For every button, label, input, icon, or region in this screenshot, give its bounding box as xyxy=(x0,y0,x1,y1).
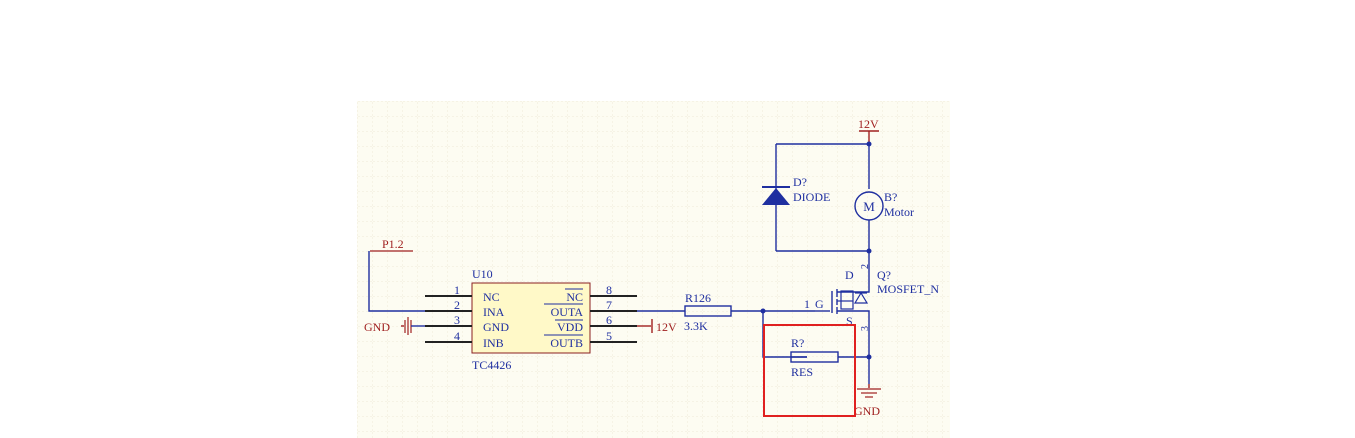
res-designator: R? xyxy=(791,336,804,350)
mosfet-pin-drain: 2 xyxy=(860,264,871,269)
mosfet-pin-source: 3 xyxy=(860,326,871,331)
gnd-label-right: GND xyxy=(854,404,880,418)
motor-designator: B? xyxy=(884,190,897,204)
mosfet-source-label: S xyxy=(846,314,853,328)
mosfet-designator: Q? xyxy=(877,268,891,282)
highlight-box[interactable] xyxy=(763,324,856,417)
vdd-12v-port[interactable]: 12V xyxy=(637,319,677,334)
motor-b[interactable]: M B? Motor xyxy=(854,190,914,251)
ic-u10[interactable]: U10 1 2 3 4 NC INA GND INB 8 7 6 5 NC OU… xyxy=(425,267,637,372)
mosfet-pin-gate: 1 xyxy=(804,297,810,311)
junction-source xyxy=(866,354,872,360)
mosfet-drain-label: D xyxy=(845,268,854,282)
u10-pin6-num: 6 xyxy=(606,313,612,327)
junction-top xyxy=(866,141,872,147)
u10-pin5-name: OUTB xyxy=(550,336,583,350)
u10-pin4-num: 4 xyxy=(454,329,460,343)
u10-pin7-num: 7 xyxy=(606,298,612,312)
res-value: RES xyxy=(791,365,813,379)
gnd-label-left: GND xyxy=(364,320,390,334)
u10-designator: U10 xyxy=(472,267,493,281)
u10-part: TC4426 xyxy=(472,358,511,372)
schematic-canvas[interactable]: P1.2 GND U10 1 2 3 4 NC INA GND INB 8 7 … xyxy=(357,101,950,438)
u10-pin1-num: 1 xyxy=(454,283,460,297)
u10-pin2-name: INA xyxy=(483,305,505,319)
motor-value: Motor xyxy=(884,205,914,219)
u10-pin7-name: OUTA xyxy=(551,305,584,319)
u10-pin5-num: 5 xyxy=(606,329,612,343)
resistor-r126[interactable]: R126 3.3K xyxy=(637,291,815,333)
u10-pin3-name: GND xyxy=(483,320,509,334)
u10-pin2-num: 2 xyxy=(454,298,460,312)
gnd-port-left[interactable]: GND xyxy=(364,317,425,335)
mosfet-q[interactable]: 1 G D S 2 3 Q? MOSFET_N xyxy=(804,251,939,357)
u10-pin8-name: NC xyxy=(566,290,583,304)
diode-designator: D? xyxy=(793,175,807,189)
net-input[interactable]: P1.2 xyxy=(368,237,425,312)
gnd-port-right[interactable]: GND xyxy=(854,384,881,418)
vdd-12v-label: 12V xyxy=(656,320,677,334)
u10-pin4-name: INB xyxy=(483,336,504,350)
r126-value: 3.3K xyxy=(684,319,708,333)
u10-pin8-num: 8 xyxy=(606,283,612,297)
diode-d[interactable]: D? DIODE xyxy=(762,175,830,205)
u10-body xyxy=(471,282,591,354)
sheet-grid xyxy=(357,101,950,438)
motor-symbol: M xyxy=(863,199,875,214)
supply-12v-top-label: 12V xyxy=(858,117,879,131)
u10-pin6-name: VDD xyxy=(557,320,583,334)
resistor-r[interactable]: R? RES xyxy=(790,336,869,379)
u10-pin3-num: 3 xyxy=(454,313,460,327)
mosfet-gate-label: G xyxy=(815,297,824,311)
u10-pin1-name: NC xyxy=(483,290,500,304)
diode-value: DIODE xyxy=(793,190,830,204)
mosfet-value: MOSFET_N xyxy=(877,282,939,296)
r126-designator: R126 xyxy=(685,291,711,305)
schematic-sheet: P1.2 GND U10 1 2 3 4 NC INA GND INB 8 7 … xyxy=(357,101,950,438)
net-label-input: P1.2 xyxy=(382,237,404,251)
